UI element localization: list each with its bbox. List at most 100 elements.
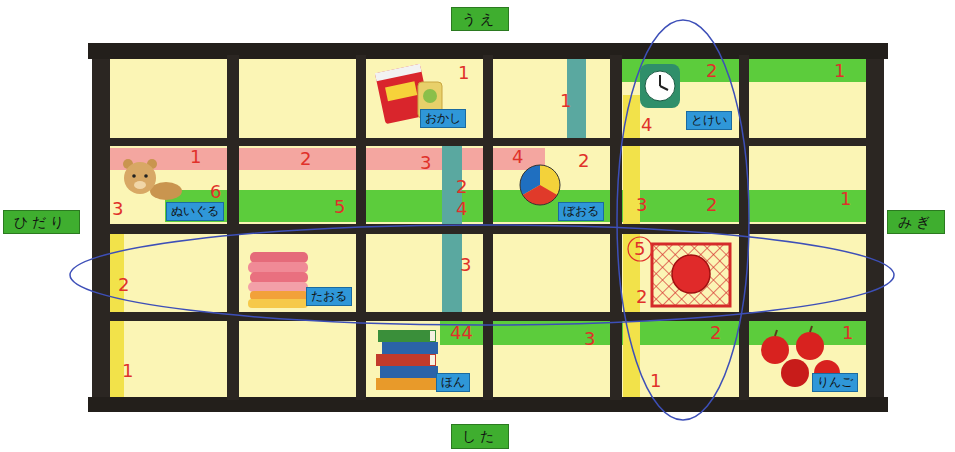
direction-tag: ひだり <box>3 210 80 235</box>
callout-number: 1 <box>842 324 853 342</box>
callout-number: 4 <box>641 116 652 134</box>
callout-number: 3 <box>112 200 123 218</box>
teddy-picture <box>123 159 182 200</box>
apple <box>761 336 789 364</box>
tag-text: りんご <box>817 375 853 390</box>
ball-picture <box>520 165 560 205</box>
callout-number: 5 <box>334 198 345 216</box>
tag-text: した <box>462 428 498 445</box>
clock-hand <box>660 86 668 90</box>
basket-hatch <box>652 244 730 306</box>
item-tag: ほん <box>436 373 470 392</box>
apple-stem <box>775 330 777 336</box>
teddy-head <box>124 162 156 194</box>
shelf-dividers <box>100 55 876 400</box>
callout-number: 1 <box>840 190 851 208</box>
item-tag: りんご <box>812 373 858 392</box>
snack-bag-logo <box>423 89 437 103</box>
book <box>382 342 438 354</box>
clock-hand <box>659 75 661 86</box>
callout-number: 2 <box>710 324 721 342</box>
item-tag: ぬいぐる <box>166 202 224 221</box>
item-tag: たおる <box>306 287 352 306</box>
item-tag: とけい <box>686 111 732 130</box>
callout-number: 3 <box>636 196 647 214</box>
towel <box>250 252 308 263</box>
callout-number: 1 <box>122 362 133 380</box>
tag-text: ぼおる <box>563 204 599 219</box>
tag-text: ぬいぐる <box>171 204 219 219</box>
callout-number: 44 <box>450 324 473 342</box>
towel <box>248 282 308 292</box>
callout-number: 1 <box>458 64 469 82</box>
tag-text: おかし <box>425 111 461 126</box>
callout-number: 1 <box>190 148 201 166</box>
red-ball <box>672 255 710 293</box>
tag-text: うえ <box>462 11 498 28</box>
teddy-eye <box>132 174 136 178</box>
callout-number: 1 <box>560 92 571 110</box>
clock-face <box>645 71 675 101</box>
towel <box>250 272 308 283</box>
snack-bag-logo <box>385 81 417 101</box>
book <box>376 378 436 390</box>
row-oval <box>70 225 894 325</box>
towel <box>248 262 308 273</box>
basket-hatch <box>652 244 730 306</box>
callout-number: 3 <box>460 256 471 274</box>
book-picture <box>376 330 438 390</box>
pink-stripe <box>110 148 545 170</box>
book <box>378 330 436 342</box>
column-oval <box>617 20 749 420</box>
tag-text: たおる <box>311 289 347 304</box>
number-circle <box>628 237 652 261</box>
book-pages <box>430 355 435 365</box>
tag-text: みぎ <box>898 214 934 231</box>
tag-text: ほん <box>441 375 465 390</box>
callout-number: 6 <box>210 183 221 201</box>
callout-number: 2 <box>706 62 717 80</box>
ball-yellow <box>520 165 560 205</box>
apple <box>781 359 809 387</box>
callout-number: 1 <box>650 372 661 390</box>
book-pages <box>430 331 435 341</box>
callout-number: 4 <box>456 200 467 218</box>
towel <box>250 291 308 300</box>
callout-number: 2 <box>578 152 589 170</box>
callout-number: 2 <box>456 178 467 196</box>
towel-picture <box>248 252 308 308</box>
callout-number: 3 <box>420 154 431 172</box>
shelf-frame <box>92 45 884 410</box>
direction-tag: うえ <box>451 7 509 32</box>
apple-stem <box>810 326 812 332</box>
book <box>380 366 438 378</box>
callout-number: 2 <box>636 288 647 306</box>
green-stripe <box>165 190 866 222</box>
basket-rim <box>652 244 730 306</box>
basket-picture <box>628 237 730 306</box>
teddy-muzzle <box>134 181 146 189</box>
direction-tag: みぎ <box>887 210 945 235</box>
callout-number: 1 <box>834 62 845 80</box>
item-tag: おかし <box>420 109 466 128</box>
tag-text: とけい <box>691 113 727 128</box>
callout-number: 2 <box>706 196 717 214</box>
callout-number: 2 <box>300 150 311 168</box>
item-tag: ぼおる <box>558 202 604 221</box>
towel <box>248 299 308 308</box>
horizontal-divider <box>100 138 876 146</box>
callout-number: 2 <box>118 276 129 294</box>
teddy-eye <box>144 174 148 178</box>
ball-outline <box>520 165 560 205</box>
callout-number: 3 <box>584 330 595 348</box>
ball-red <box>523 185 558 205</box>
direction-tag: した <box>451 424 509 449</box>
apple <box>796 332 824 360</box>
book <box>376 354 436 366</box>
callout-number: 4 <box>512 148 523 166</box>
callout-number: 5 <box>634 240 645 258</box>
tag-text: ひだり <box>14 214 69 231</box>
snack-bag-top <box>375 64 422 81</box>
teddy-body <box>150 182 182 200</box>
clock-case <box>640 64 680 108</box>
